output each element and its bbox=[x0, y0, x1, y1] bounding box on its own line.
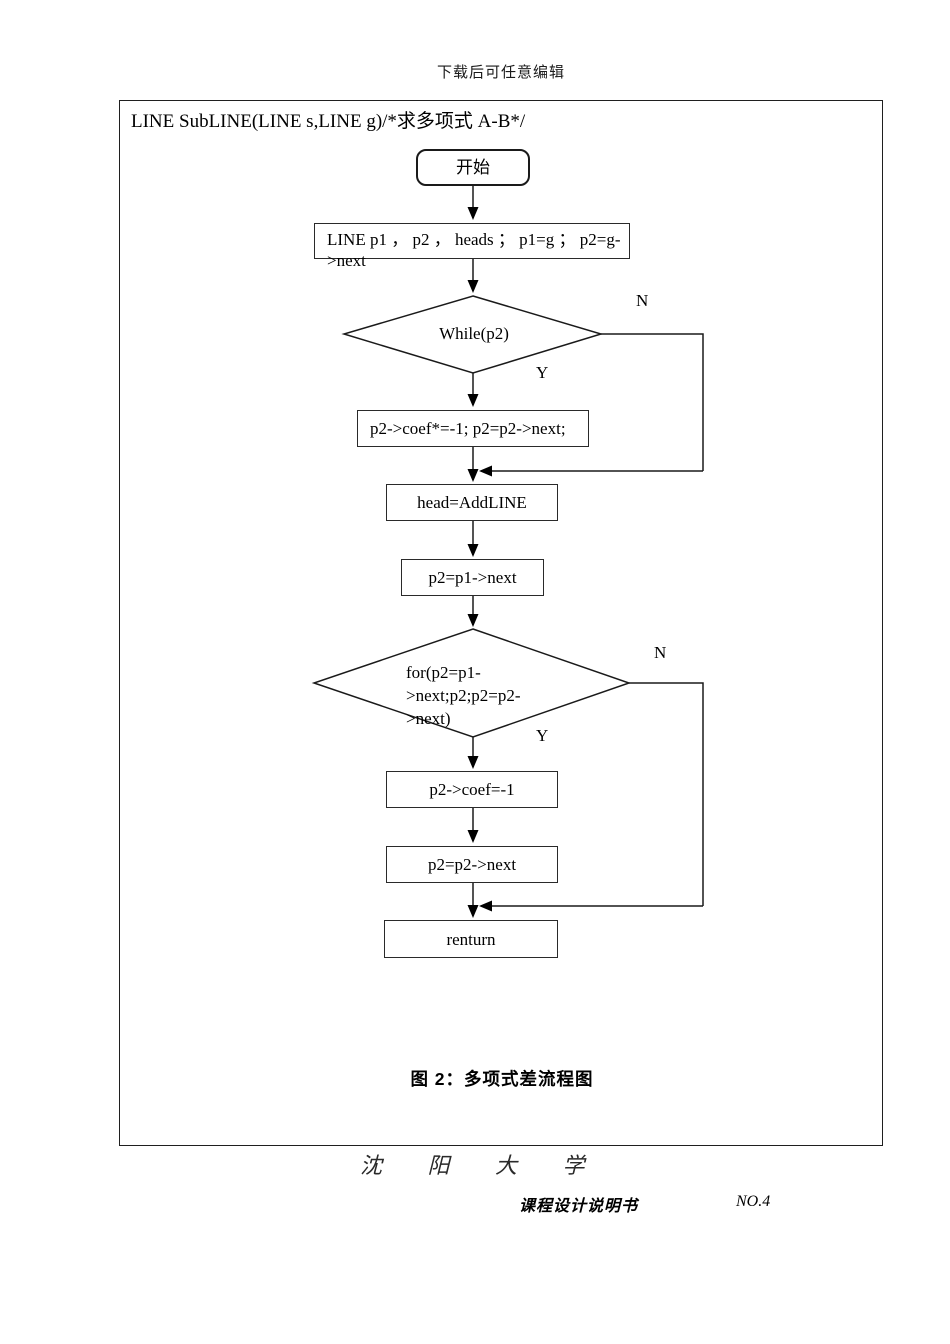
addline-process-label: head=AddLINE bbox=[417, 493, 527, 512]
p2-assign-process-label: p2=p1->next bbox=[428, 568, 517, 587]
university-name: 沈 阳 大 学 bbox=[360, 1153, 605, 1178]
flowchart-title: LINE SubLINE(LINE s,LINE g)/*求多项式 A-B*/ bbox=[131, 111, 526, 132]
for-condition-line1: for(p2=p1- bbox=[406, 663, 481, 682]
for-condition-line3: >next) bbox=[406, 709, 451, 728]
figure-caption: 图 2：多项式差流程图 bbox=[410, 1069, 594, 1089]
advance-process-node: p2=p2->next bbox=[386, 846, 558, 883]
footer-doc-name: 课程设计说明书 bbox=[519, 1198, 639, 1215]
return-process-node: renturn bbox=[384, 920, 558, 958]
coef-process-label: p2->coef=-1 bbox=[429, 780, 515, 799]
while-yes-label: Y bbox=[536, 363, 549, 382]
init-process-node: LINE p1 ， p2 ， heads ； p1=g ； p2=g- >nex… bbox=[314, 223, 630, 270]
for-condition-label: for(p2=p1- >next;p2;p2=p2- >next) bbox=[406, 661, 576, 730]
for-yes-label: Y bbox=[536, 726, 549, 745]
return-process-label: renturn bbox=[446, 929, 496, 949]
init-process-line2: >next bbox=[327, 251, 366, 270]
addline-process-node: head=AddLINE bbox=[386, 484, 558, 521]
edge-for-no bbox=[629, 682, 704, 906]
coef-process-node: p2->coef=-1 bbox=[386, 771, 558, 808]
negate-process-node: p2->coef*=-1; p2=p2->next; bbox=[357, 410, 589, 447]
for-condition-line2: >next;p2;p2=p2- bbox=[406, 686, 521, 705]
while-condition-label: While(p2) bbox=[439, 324, 509, 343]
for-no-label: N bbox=[654, 643, 667, 662]
flowchart-connectors bbox=[311, 186, 704, 918]
flowchart-frame: LINE SubLINE(LINE s,LINE g)/*求多项式 A-B*/ bbox=[119, 100, 883, 1146]
p2-assign-process-node: p2=p1->next bbox=[401, 559, 544, 596]
footer-page-number: NO.4 bbox=[736, 1193, 771, 1210]
edge-while-no bbox=[601, 333, 704, 471]
while-no-label: N bbox=[636, 291, 649, 310]
advance-process-label: p2=p2->next bbox=[427, 855, 517, 874]
start-node: 开始 bbox=[416, 149, 530, 186]
init-process-line1: LINE p1 ， p2 ， heads ； p1=g ； p2=g- bbox=[327, 230, 621, 249]
start-node-label: 开始 bbox=[456, 158, 490, 177]
page-header-notice: 下载后可任意编辑 bbox=[436, 65, 565, 81]
negate-process-label: p2->coef*=-1; p2=p2->next; bbox=[370, 419, 566, 438]
